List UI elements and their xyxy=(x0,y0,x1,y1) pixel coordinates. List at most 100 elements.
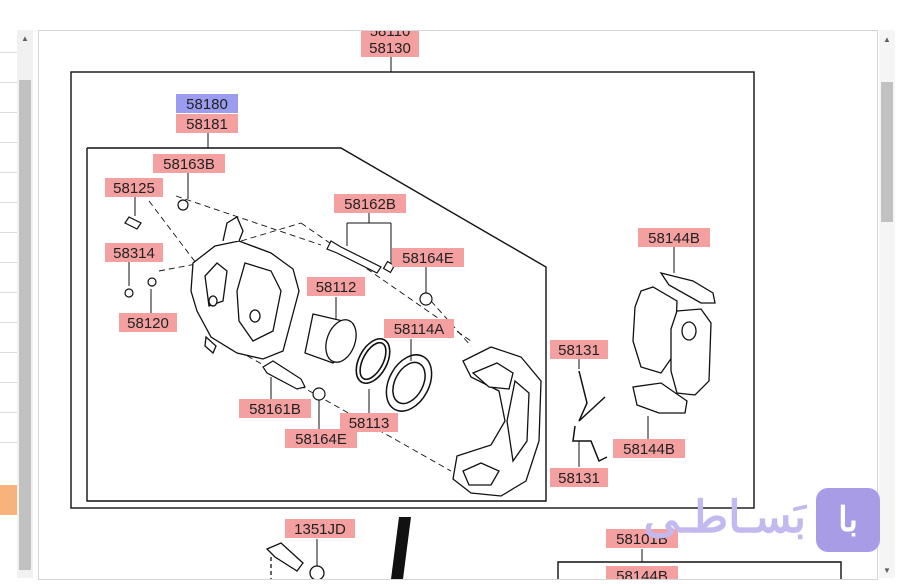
part-label-58180[interactable]: 58180 xyxy=(176,94,238,113)
part-label-text: 58180 xyxy=(186,96,228,113)
arrow-down-icon[interactable]: ▼ xyxy=(883,566,891,575)
pin-cap xyxy=(382,260,396,274)
part-label-58164e[interactable]: 58164E xyxy=(285,429,357,448)
part-label-background xyxy=(384,319,454,338)
list-row[interactable] xyxy=(0,322,18,323)
bleeder-cap xyxy=(147,277,157,287)
screw-small xyxy=(124,288,134,298)
part-label-text: 58162B xyxy=(344,196,396,213)
part-label-58131[interactable]: 58131 xyxy=(550,468,608,487)
right-scrollbar-thumb[interactable] xyxy=(881,82,893,222)
arrow-up-icon[interactable]: ▲ xyxy=(883,35,891,44)
part-label-58144b[interactable]: 58144B xyxy=(613,439,685,458)
watermark-badge: با xyxy=(816,488,880,552)
anti-rattle-spring-upper xyxy=(578,370,606,422)
part-label-58125[interactable]: 58125 xyxy=(105,178,163,197)
part-label-text: 58164E xyxy=(402,250,454,267)
part-label-58101b[interactable]: 58101B xyxy=(606,529,678,548)
list-row[interactable] xyxy=(0,262,18,263)
pin-boot-lower xyxy=(312,387,326,401)
part-label-background xyxy=(334,194,406,213)
brake-pads xyxy=(632,271,716,414)
caliper-housing xyxy=(190,216,300,360)
part-label-text: 58101B xyxy=(616,531,668,548)
list-row[interactable] xyxy=(0,172,18,173)
part-label-background xyxy=(613,439,685,458)
part-label-58144b[interactable]: 58144B xyxy=(606,566,678,579)
part-label-text: 58110 xyxy=(370,31,411,40)
part-label-background xyxy=(153,154,225,173)
arrow-up-icon[interactable]: ▲ xyxy=(21,34,29,43)
pad-kit-box xyxy=(557,561,842,579)
part-label-58130[interactable]: 58130 xyxy=(361,38,419,57)
part-label-58181[interactable]: 58181 xyxy=(176,114,238,133)
part-label-background xyxy=(239,399,311,418)
part-label-58110[interactable]: 58110 xyxy=(361,31,419,40)
part-label-text: 1351JD xyxy=(294,521,346,538)
part-label-text: 58130 xyxy=(369,40,411,57)
spring-clip xyxy=(124,216,142,230)
watermark: بَسـاطـى با xyxy=(630,488,880,554)
part-label-58162b[interactable]: 58162B xyxy=(334,194,406,213)
list-row[interactable] xyxy=(0,52,18,53)
part-label-background xyxy=(638,228,710,247)
watermark-word: بَسـاطـى xyxy=(643,493,806,542)
caliper-box xyxy=(86,147,547,502)
part-label-text: 58131 xyxy=(558,342,600,359)
part-label-58113[interactable]: 58113 xyxy=(340,413,398,432)
part-label-58314[interactable]: 58314 xyxy=(105,243,163,262)
list-row[interactable] xyxy=(0,292,18,293)
part-label-text: 58114A xyxy=(394,321,445,338)
part-label-background xyxy=(105,178,163,197)
part-label-background xyxy=(340,413,398,432)
part-label-background xyxy=(285,429,357,448)
part-label-58112[interactable]: 58112 xyxy=(307,277,365,296)
list-row[interactable] xyxy=(0,112,18,113)
part-label-background xyxy=(285,519,355,538)
list-row[interactable] xyxy=(0,232,18,233)
part-label-background xyxy=(105,243,163,262)
piston xyxy=(304,313,357,364)
dust-boot xyxy=(385,354,433,412)
list-row[interactable] xyxy=(0,382,18,383)
anti-rattle-spring-lower xyxy=(572,425,608,463)
part-label-background xyxy=(361,38,419,57)
right-scrollbar[interactable]: ▲ ▼ xyxy=(879,30,895,578)
part-label-58163b[interactable]: 58163B xyxy=(153,154,225,173)
part-label-background xyxy=(176,114,238,133)
part-label-text: 58120 xyxy=(127,315,169,332)
pad-shim-upper xyxy=(659,271,716,304)
part-label-background xyxy=(307,277,365,296)
part-label-58114a[interactable]: 58114A xyxy=(384,319,454,338)
part-label-58120[interactable]: 58120 xyxy=(119,313,177,332)
part-label-58161b[interactable]: 58161B xyxy=(239,399,311,418)
piston-seal xyxy=(355,338,391,384)
part-label-background xyxy=(550,468,608,487)
part-label-58164e[interactable]: 58164E xyxy=(392,248,464,267)
part-label-text: 58131 xyxy=(558,470,600,487)
list-row[interactable] xyxy=(0,202,18,203)
list-row[interactable] xyxy=(0,412,18,413)
part-label-58144b[interactable]: 58144B xyxy=(638,228,710,247)
left-scrollbar[interactable]: ▲ xyxy=(17,30,33,578)
part-label-58131[interactable]: 58131 xyxy=(550,340,608,359)
list-row[interactable] xyxy=(0,442,18,443)
selected-list-row[interactable] xyxy=(0,485,18,515)
list-row[interactable] xyxy=(0,352,18,353)
part-label-text: 58112 xyxy=(316,279,357,296)
part-label-1351jd[interactable]: 1351JD xyxy=(285,519,355,538)
part-label-background xyxy=(119,313,177,332)
list-row[interactable] xyxy=(0,142,18,143)
part-label-background xyxy=(361,31,419,40)
part-label-text: 58113 xyxy=(349,415,390,432)
list-row[interactable] xyxy=(0,82,18,83)
part-label-text: 58164E xyxy=(295,431,347,448)
guide-pin-upper xyxy=(326,240,382,274)
part-label-text: 58161B xyxy=(249,401,301,418)
part-label-background xyxy=(176,94,238,113)
left-scrollbar-thumb[interactable] xyxy=(19,80,31,570)
part-label-text: 58125 xyxy=(113,180,155,197)
part-label-background xyxy=(606,566,678,579)
